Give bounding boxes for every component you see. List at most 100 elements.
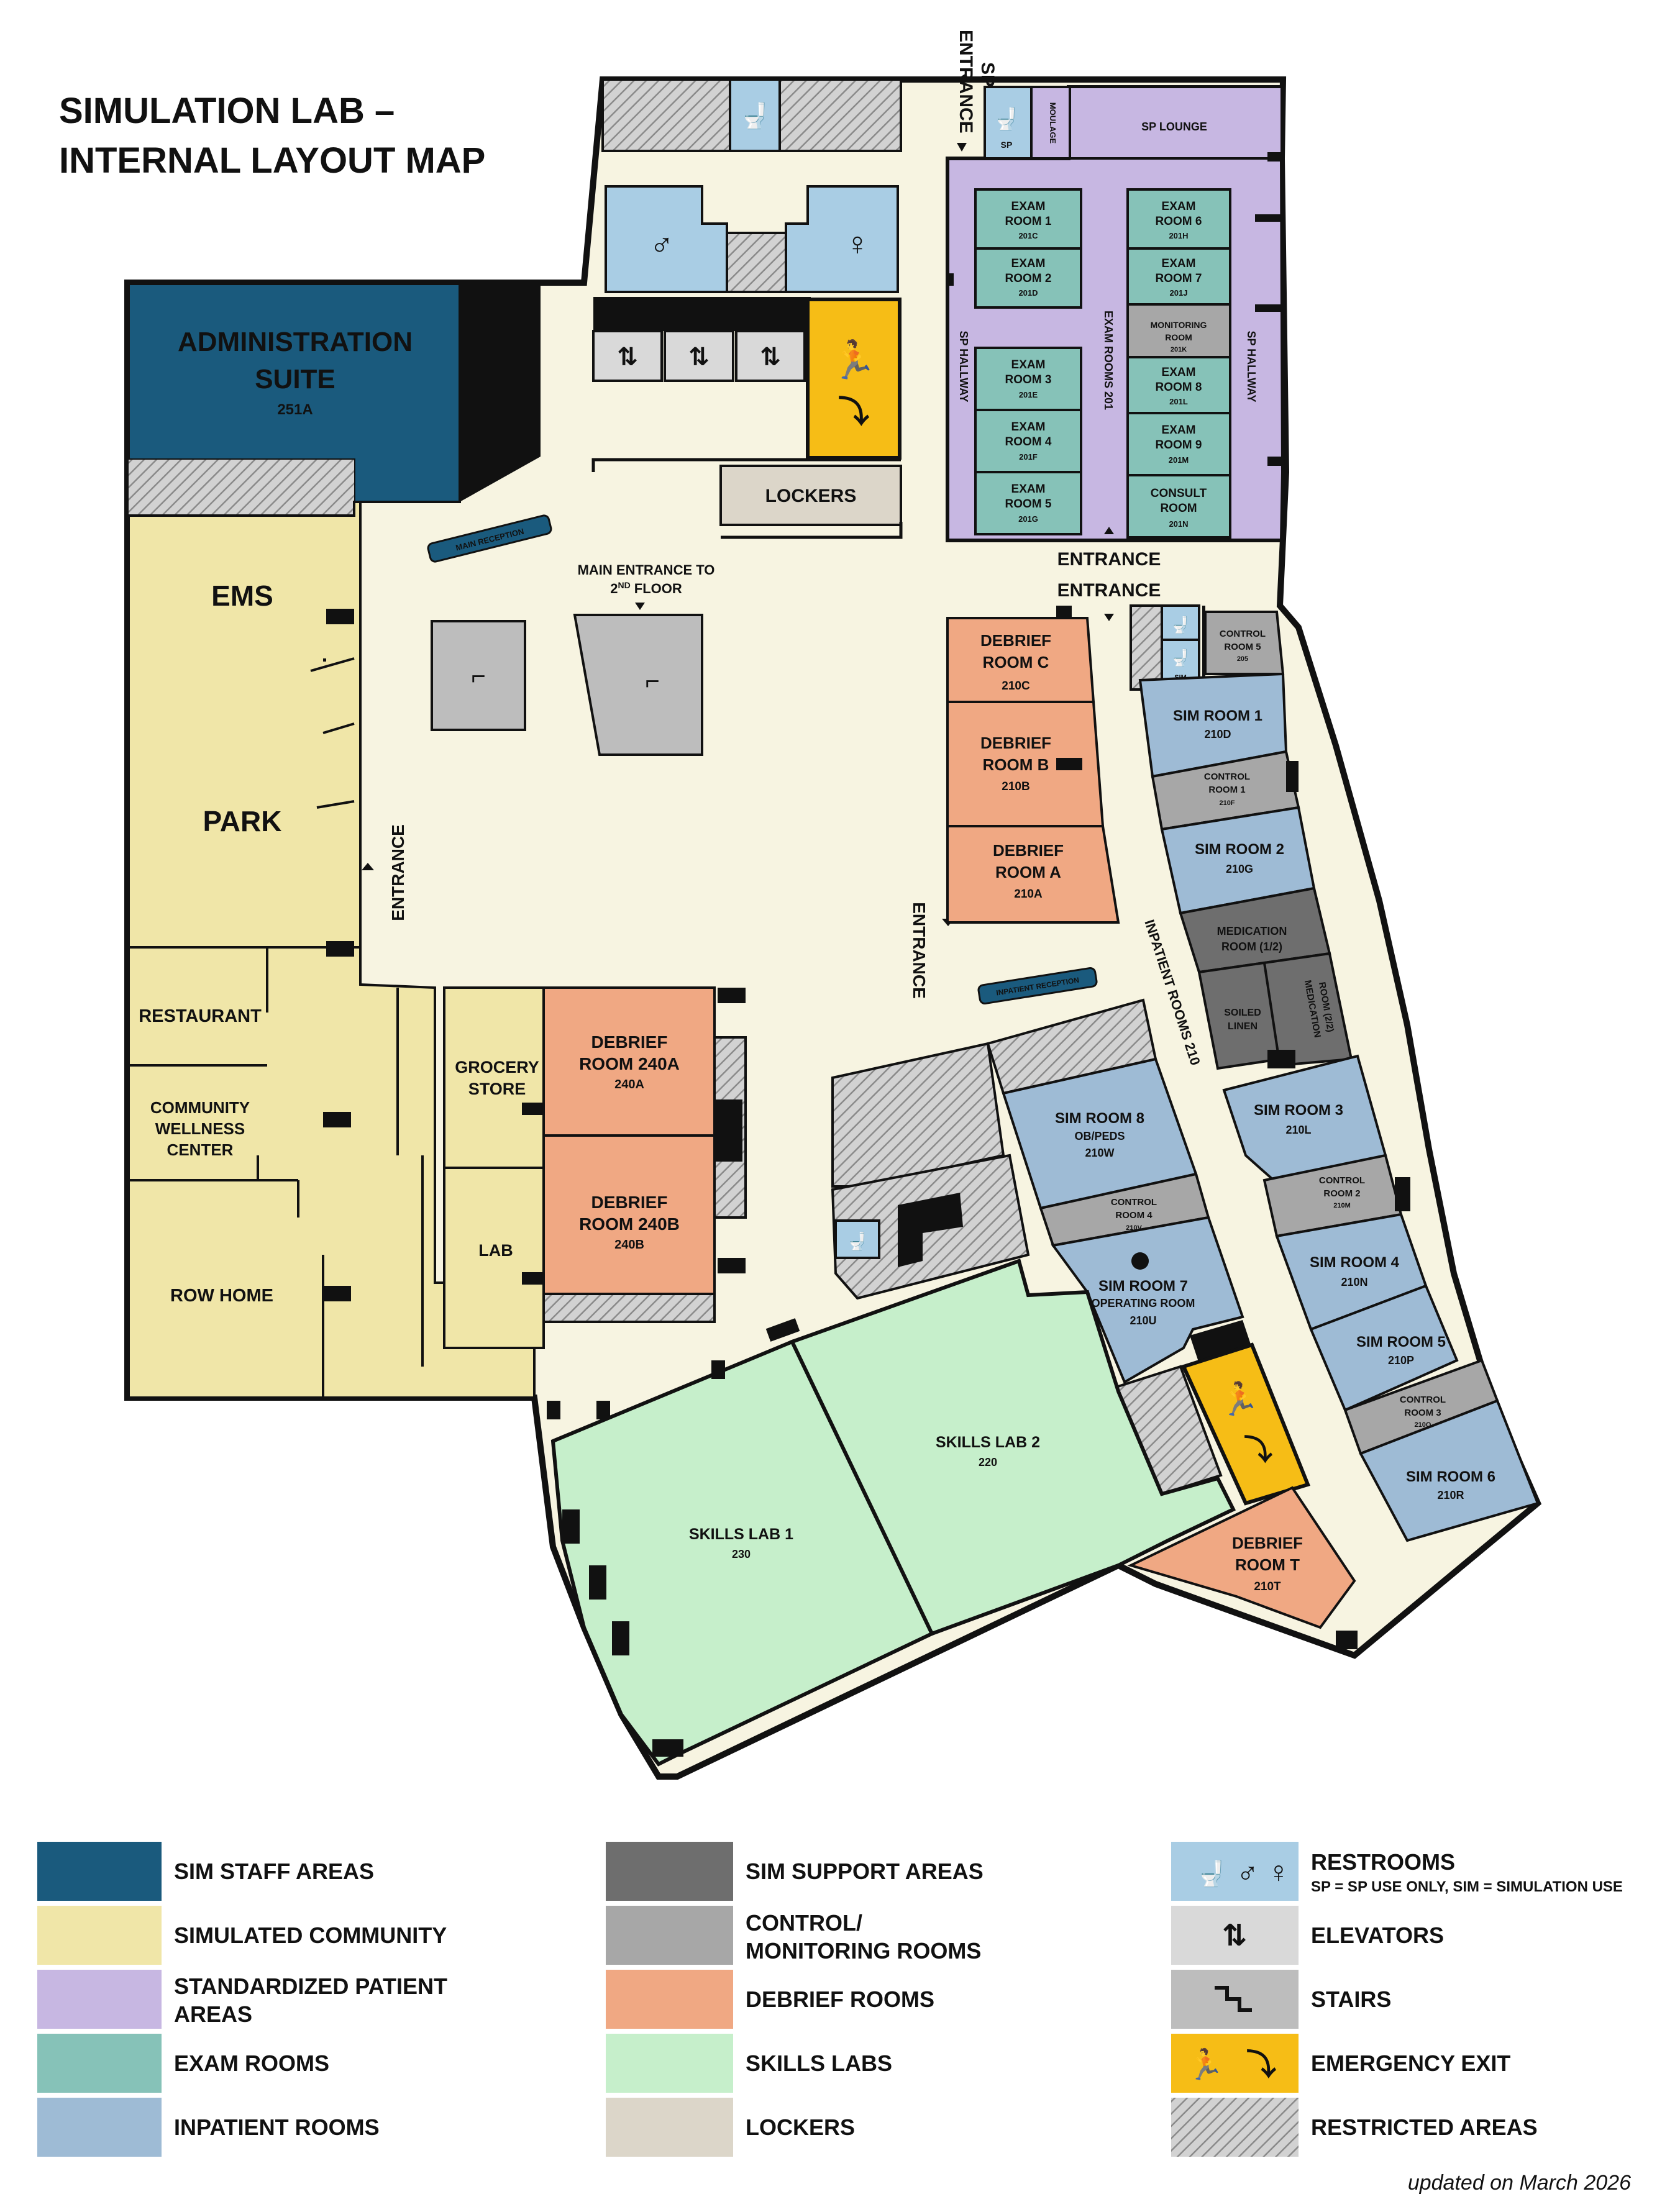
exam-room-4[interactable]: EXAM ROOM 4 201F: [974, 409, 1082, 473]
exam-room-2[interactable]: EXAM ROOM 2 201D: [974, 247, 1082, 309]
legend-label: RESTROOMS: [1311, 1849, 1455, 1875]
sim-room-2[interactable]: SIM ROOM 2 210G: [1160, 806, 1316, 915]
restricted-area: [129, 460, 354, 516]
map-title-line1: SIMULATION LAB –: [59, 91, 395, 131]
exam-room-1[interactable]: EXAM ROOM 1 201C: [974, 188, 1082, 250]
sp-restroom-label: SP: [1001, 140, 1013, 150]
elevator-icon: ⇅: [1222, 1919, 1247, 1952]
sim-room-8[interactable]: SIM ROOM 8 OB/PEDS 210W: [1002, 1057, 1198, 1210]
exam-room-number: 201J: [1170, 288, 1188, 298]
medication-room-2-2[interactable]: MEDICATION ROOM (2/2): [1262, 952, 1353, 1067]
sim-room-number: 210P: [1388, 1354, 1414, 1367]
restroom-men[interactable]: ♂: [605, 185, 728, 293]
exam-room-3[interactable]: EXAM ROOM 3 201E: [974, 347, 1082, 411]
consult-room[interactable]: CONSULT ROOM 201N: [1126, 474, 1231, 539]
consult-room-label: CONSULT: [1151, 487, 1207, 500]
debrief-room-a[interactable]: DEBRIEF ROOM A 210A: [946, 825, 1120, 924]
legend-stairs: STAIRS: [1171, 1970, 1391, 2029]
woman-icon: ♀: [846, 226, 870, 262]
exam-room-9[interactable]: EXAM ROOM 9 201M: [1126, 412, 1231, 476]
debrief-t-label-2: ROOM T: [1235, 1555, 1300, 1574]
exam-room-label: ROOM 1: [1005, 215, 1052, 228]
sim-room-6[interactable]: SIM ROOM 6 210R: [1359, 1399, 1540, 1542]
sim-room-5[interactable]: SIM ROOM 5 210P: [1309, 1284, 1459, 1412]
exam-room-number: 201F: [1019, 452, 1038, 462]
exam-room-7[interactable]: EXAM ROOM 7 201J: [1126, 247, 1231, 306]
debrief-room-c[interactable]: DEBRIEF ROOM C 210C: [946, 617, 1095, 703]
debrief-b-number: 210B: [1002, 780, 1029, 793]
exam-room-number: 201L: [1169, 397, 1188, 406]
restricted-area: [1130, 604, 1163, 691]
sim-room-7[interactable]: SIM ROOM 7 OPERATING ROOM 210U: [1051, 1216, 1244, 1384]
community-wellness-label-3: CENTER: [167, 1140, 234, 1159]
medication-room-label: MEDICATION: [1217, 925, 1287, 937]
debrief-room-b[interactable]: DEBRIEF ROOM B 210B: [946, 701, 1105, 827]
debrief-c-number: 210C: [1002, 680, 1030, 693]
sim-room-label: SIM ROOM 3: [1254, 1102, 1343, 1119]
elevator-icon: ⇅: [760, 344, 781, 371]
legend-swatch: [606, 1970, 733, 2029]
sim-room-label: SIM ROOM 6: [1406, 1468, 1495, 1485]
stairs-main-right[interactable]: ⌐: [573, 614, 703, 756]
control-room-5[interactable]: CONTROL ROOM 5 205: [1204, 611, 1285, 675]
elevator-3[interactable]: ⇅: [735, 330, 806, 382]
debrief-b-label-2: ROOM B: [983, 755, 1049, 774]
elevator-2[interactable]: ⇅: [664, 330, 734, 382]
sim-room-number: 210R: [1437, 1489, 1464, 1501]
lockers[interactable]: LOCKERS: [719, 465, 902, 526]
debrief-room-240b[interactable]: DEBRIEF ROOM 240B 240B: [542, 1134, 716, 1295]
restroom-upper[interactable]: 🚽: [729, 78, 781, 152]
sim-room-4[interactable]: SIM ROOM 4 210N: [1275, 1213, 1428, 1331]
legend-swatch: [37, 1842, 162, 1901]
exam-room-8[interactable]: EXAM ROOM 8 201L: [1126, 356, 1231, 414]
legend-label: DEBRIEF ROOMS: [746, 1987, 934, 2012]
elevator-bank: ⇅ ⇅ ⇅: [592, 297, 811, 382]
control-room-1[interactable]: CONTROL ROOM 1 210F: [1151, 750, 1300, 831]
legend-label: ELEVATORS: [1311, 1923, 1444, 1948]
emergency-exit-stair-north[interactable]: 🏃 ⤵: [806, 298, 902, 460]
legend-label: EMERGENCY EXIT: [1311, 2050, 1510, 2076]
debrief-room-t[interactable]: DEBRIEF ROOM T 210T: [1127, 1486, 1356, 1629]
control-room-number: 210F: [1219, 799, 1235, 807]
exam-room-number: 201H: [1169, 231, 1188, 240]
exam-room-5[interactable]: EXAM ROOM 5 201G: [974, 471, 1082, 535]
consult-room-label: ROOM: [1160, 502, 1197, 515]
sim-room-1[interactable]: SIM ROOM 1 210D: [1138, 672, 1288, 778]
restroom-small[interactable]: 🚽: [834, 1219, 880, 1259]
sim-room-label: SIM ROOM 5: [1356, 1334, 1446, 1350]
grocery-label-2: STORE: [468, 1080, 526, 1098]
emergency-exit-stair-south[interactable]: 🏃 ⤵: [1180, 1342, 1311, 1506]
debrief-a-label-1: DEBRIEF: [993, 841, 1064, 860]
legend-emergency-exit: 🏃 ⤵ EMERGENCY EXIT: [1171, 2034, 1510, 2093]
monitoring-room[interactable]: MONITORING ROOM 201K: [1126, 303, 1231, 358]
simulated-community: [127, 501, 536, 1399]
toilet-icon: 🚽: [847, 1231, 869, 1252]
exam-room-label: ROOM 5: [1005, 498, 1052, 511]
toilet-icon: 🚽: [1171, 649, 1190, 667]
legend-debrief-rooms: DEBRIEF ROOMS: [606, 1970, 934, 2029]
stairs-icon: [1215, 1986, 1252, 2012]
exam-room-6[interactable]: EXAM ROOM 6 201H: [1126, 188, 1231, 250]
stairs-main-left[interactable]: ⌐: [431, 620, 526, 731]
control-room-number: 205: [1237, 655, 1248, 663]
elevator-1[interactable]: ⇅: [592, 330, 663, 382]
emergency-exit-icon: 🏃: [1220, 1380, 1260, 1418]
monitoring-room-label: MONITORING: [1151, 320, 1207, 330]
restroom-sim-1[interactable]: 🚽: [1161, 604, 1200, 641]
monitoring-room-label: ROOM: [1165, 332, 1192, 342]
grocery-store[interactable]: GROCERY STORE: [443, 986, 545, 1169]
man-icon: ♂: [650, 226, 674, 262]
exam-room-number: 201M: [1169, 455, 1189, 465]
legend-swatch: [1171, 2034, 1299, 2093]
lab-room[interactable]: LAB: [443, 1167, 545, 1349]
community-wellness-label-2: WELLNESS: [155, 1119, 245, 1138]
debrief-240a-label-2: ROOM 240A: [579, 1054, 680, 1073]
legend-lockers: LOCKERS: [606, 2098, 855, 2157]
skills-lab-1-label: SKILLS LAB 1: [689, 1526, 793, 1543]
skills-lab-2[interactable]: SKILLS LAB 2 220: [789, 1258, 1236, 1636]
legend-swatch: [1171, 1906, 1299, 1965]
legend-exam-rooms: EXAM ROOMS: [37, 2034, 329, 2093]
door-marker: [1267, 1050, 1295, 1068]
debrief-room-240a[interactable]: DEBRIEF ROOM 240A 240A: [542, 986, 716, 1137]
exam-room-label: EXAM: [1162, 366, 1196, 379]
